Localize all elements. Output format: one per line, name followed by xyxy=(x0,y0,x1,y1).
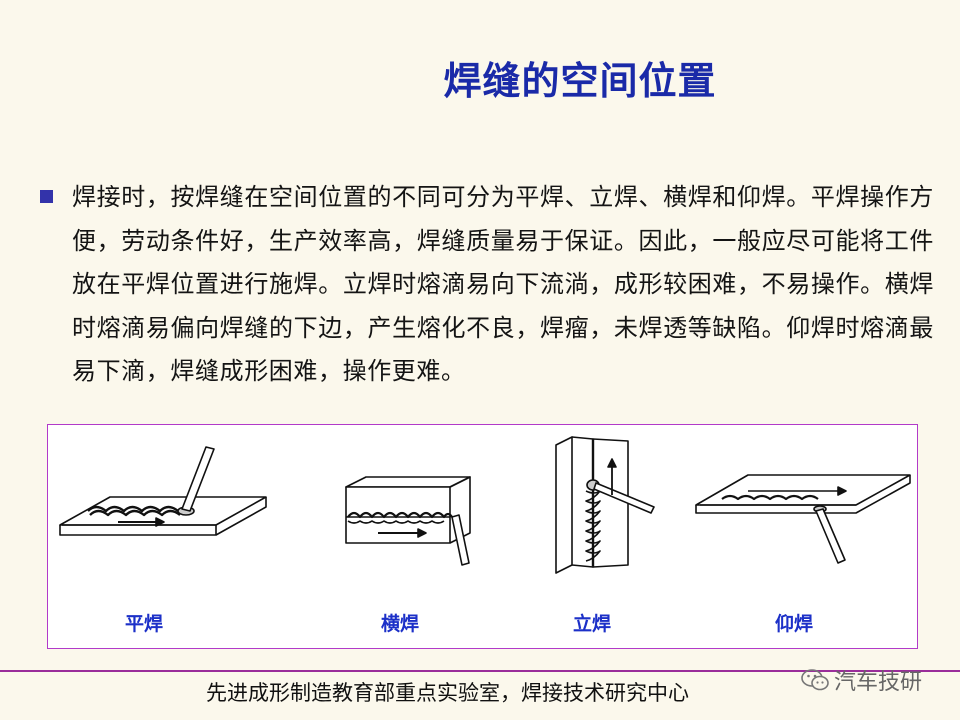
flat-welding-drawing xyxy=(59,446,267,536)
caption-overhead-welding: 仰焊 xyxy=(774,613,813,635)
vertical-welding-drawing xyxy=(555,436,655,574)
overhead-welding-drawing xyxy=(695,474,911,564)
welding-illustrations xyxy=(59,436,911,574)
body-paragraph: 焊接时，按焊缝在空间位置的不同可分为平焊、立焊、横焊和仰焊。平焊操作方便，劳动条… xyxy=(72,183,934,385)
footer-text: 先进成形制造教育部重点实验室，焊接技术研究中心 xyxy=(206,681,689,705)
watermark-text: 汽车技研 xyxy=(834,670,923,695)
caption-flat-welding: 平焊 xyxy=(124,613,163,635)
welding-positions-figure: 平焊 横焊 立焊 仰焊 xyxy=(47,424,918,649)
caption-horizontal-welding: 横焊 xyxy=(380,613,419,635)
horizontal-welding-drawing xyxy=(345,476,471,566)
bullet-square-icon xyxy=(40,190,53,203)
page-title: 焊缝的空间位置 xyxy=(443,59,717,103)
caption-vertical-welding: 立焊 xyxy=(572,613,611,635)
footer-divider xyxy=(0,670,960,672)
watermark: 汽车技研 xyxy=(800,664,922,696)
wechat-icon xyxy=(801,669,829,691)
